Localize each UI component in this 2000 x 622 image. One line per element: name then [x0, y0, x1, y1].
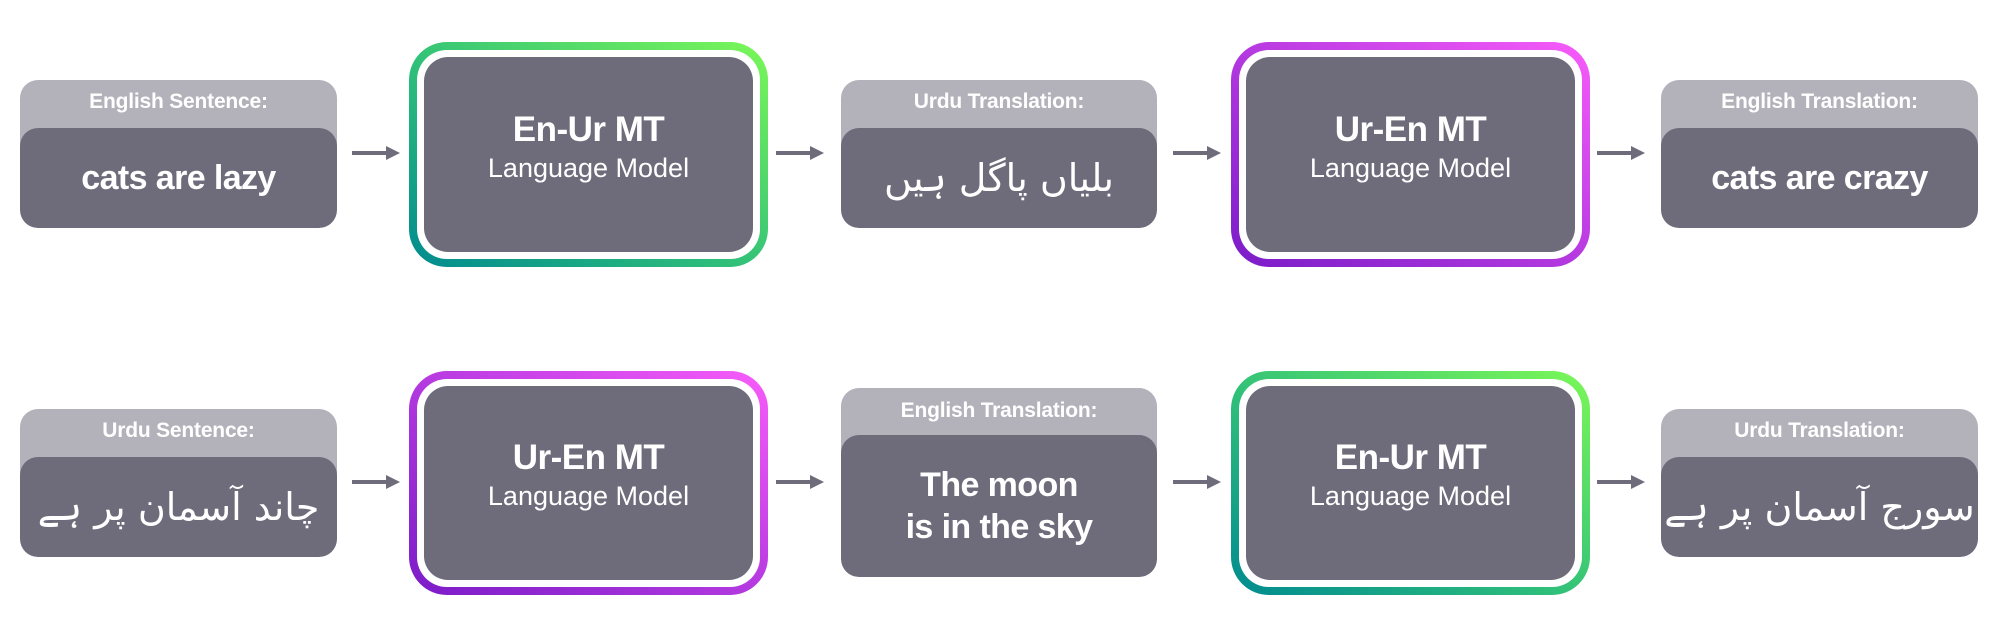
card-label: Urdu Translation: — [913, 90, 1085, 113]
output-sentence-text: cats are crazy — [1711, 159, 1928, 197]
model-box-ur-en: Ur-En MT Language Model — [1231, 42, 1590, 267]
right-arrow-icon — [1173, 475, 1221, 489]
card-label: Urdu Sentence: — [102, 419, 255, 442]
model-box-ur-en: Ur-En MT Language Model — [409, 371, 768, 595]
translation-text: بلیاں پاگل ہیں — [884, 156, 1114, 200]
model-subtitle: Language Model — [487, 152, 690, 183]
model-box-en-ur: En-Ur MT Language Model — [409, 42, 768, 267]
right-arrow-icon — [1597, 475, 1645, 489]
model-subtitle: Language Model — [1309, 481, 1512, 511]
output-sentence-text: سورج آسمان پر ہے — [1664, 485, 1975, 529]
model-title: En-Ur MT — [1334, 438, 1487, 477]
right-arrow-icon — [776, 475, 824, 489]
card-label: Urdu Translation: — [1734, 419, 1905, 442]
model-subtitle: Language Model — [487, 481, 690, 511]
card-label: English Sentence: — [89, 90, 268, 113]
card-body: بلیاں پاگل ہیں — [841, 128, 1157, 228]
model-box-en-ur: En-Ur MT Language Model — [1231, 371, 1590, 595]
card-label: English Translation: — [900, 399, 1098, 422]
input-card-urdu-sentence: Urdu Sentence: چاند آسمان پر ہے — [20, 409, 337, 557]
card-body: The moon is in the sky — [841, 435, 1157, 577]
right-arrow-icon — [1173, 146, 1221, 160]
right-arrow-icon — [776, 146, 824, 160]
middle-card-english-translation: English Translation: The moon is in the … — [841, 388, 1157, 577]
right-arrow-icon — [1597, 146, 1645, 160]
model-title: En-Ur MT — [512, 109, 665, 149]
card-body: چاند آسمان پر ہے — [20, 457, 337, 557]
middle-card-urdu-translation: Urdu Translation: بلیاں پاگل ہیں — [841, 80, 1157, 228]
translation-text-line-2: is in the sky — [905, 508, 1093, 546]
right-arrow-icon — [352, 146, 400, 160]
output-card-urdu-translation: Urdu Translation: سورج آسمان پر ہے — [1661, 409, 1978, 557]
model-subtitle: Language Model — [1309, 152, 1512, 183]
model-title: Ur-En MT — [512, 438, 665, 477]
input-sentence-text: cats are lazy — [81, 159, 276, 197]
right-arrow-icon — [352, 475, 400, 489]
output-card-english-translation: English Translation: cats are crazy — [1661, 80, 1978, 228]
card-label: English Translation: — [1721, 90, 1918, 113]
card-body: سورج آسمان پر ہے — [1661, 457, 1978, 557]
translation-text-line-1: The moon — [920, 466, 1078, 504]
card-body: cats are crazy — [1661, 128, 1978, 228]
input-card-english-sentence: English Sentence: cats are lazy — [20, 80, 337, 228]
input-sentence-text: چاند آسمان پر ہے — [37, 485, 320, 529]
card-body: cats are lazy — [20, 128, 337, 228]
model-title: Ur-En MT — [1334, 109, 1487, 149]
